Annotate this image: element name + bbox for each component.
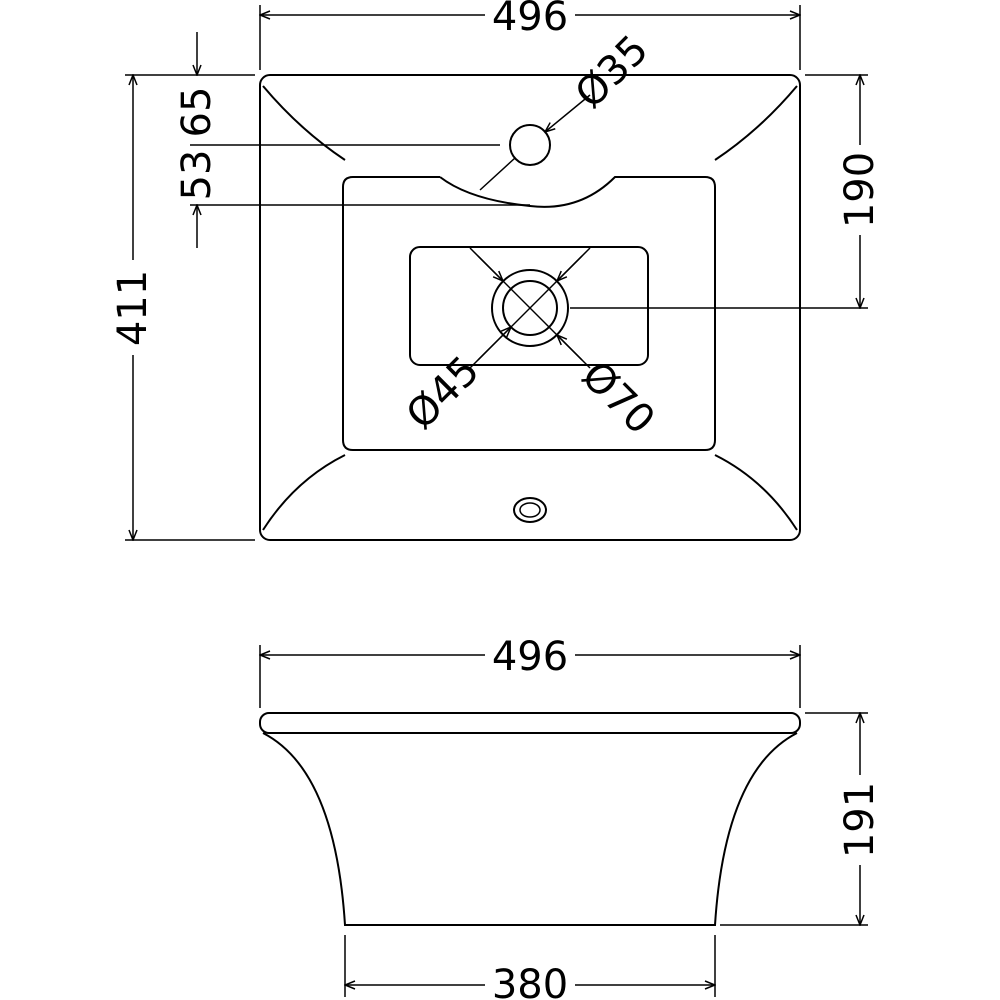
dim-tap-hole-offset: 65	[174, 87, 220, 138]
dim-height: 191	[837, 782, 883, 858]
basin-rim	[259, 712, 801, 734]
dim-base-width: 380	[492, 962, 568, 1000]
corner-curve	[262, 85, 346, 161]
dim-tap-to-bowl: 53	[174, 150, 220, 201]
tap-hole	[509, 124, 551, 166]
plan-view: 496 411 65 53 190 Ø35 Ø45 Ø70	[110, 0, 883, 541]
dim-side-width: 496	[492, 634, 568, 680]
dim-overall-depth: 411	[110, 270, 156, 346]
dim-waste-outer-diameter: Ø70	[573, 353, 664, 444]
dim-waste-offset: 190	[837, 152, 883, 228]
dim-overall-width: 496	[492, 0, 568, 40]
bowl-rim	[342, 176, 716, 451]
corner-curve	[714, 85, 798, 161]
basin-body	[262, 732, 798, 926]
waste-inner	[502, 280, 558, 336]
bowl-base	[409, 246, 649, 366]
waste-outer	[491, 269, 569, 347]
corner-curve	[714, 454, 798, 531]
overflow-inner	[519, 502, 541, 518]
overflow	[513, 497, 547, 523]
side-view: 496 191 380	[259, 634, 883, 1000]
corner-curve	[262, 454, 346, 531]
